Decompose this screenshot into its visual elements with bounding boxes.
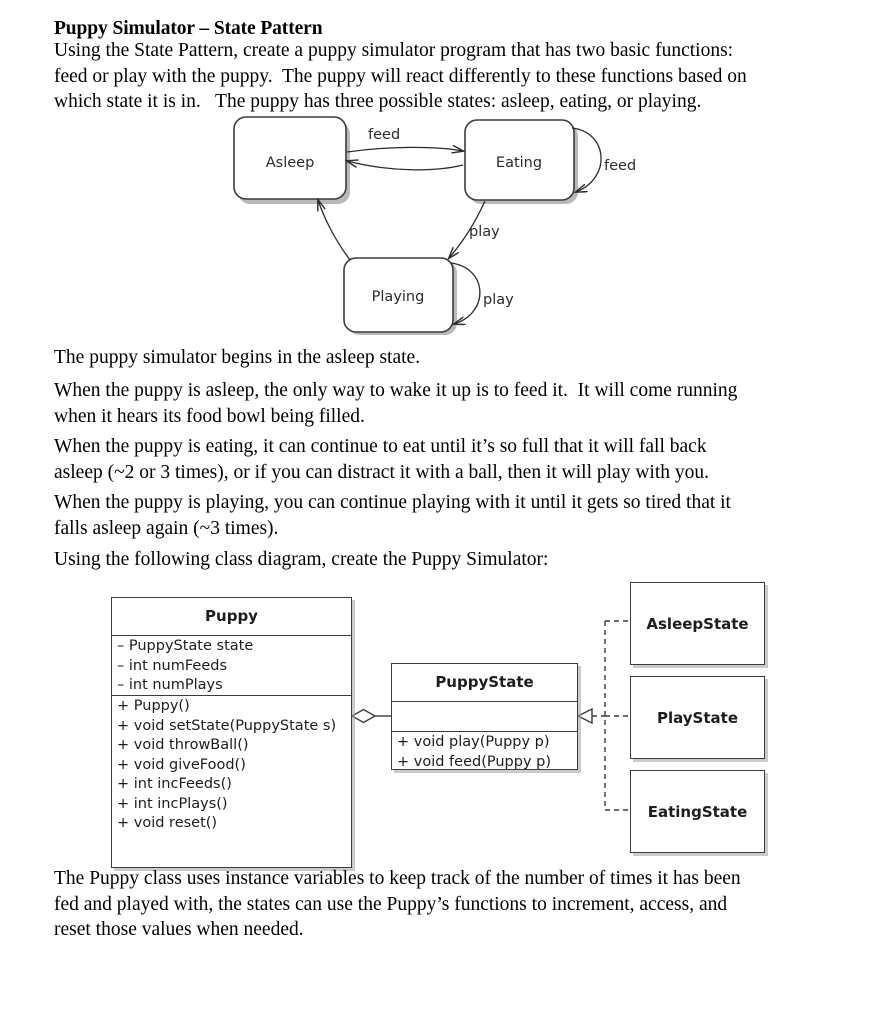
class-attributes-puppystate (392, 701, 577, 731)
class-name-eatingstate: EatingState (647, 802, 748, 821)
paragraph-begins-asleep: The puppy simulator begins in the asleep… (54, 347, 421, 368)
state-label-eating: Eating (496, 155, 542, 171)
paragraph-playing-rules: When the puppy is playing, you can conti… (54, 492, 731, 539)
edge-label-play-playing-self: play (483, 292, 514, 308)
class-operation-row: + void throwBall() (117, 737, 249, 753)
class-box-puppystate: PuppyState + void play(Puppy p) + void f… (391, 663, 578, 770)
realization-triangle (576, 707, 593, 725)
edge-label-feed-asleep-eating: feed (368, 127, 400, 143)
class-operation-row: + int incPlays() (117, 795, 228, 812)
class-box-playstate: PlayState (630, 676, 765, 759)
class-name-asleepstate: AsleepState (646, 614, 749, 633)
state-label-playing: Playing (372, 289, 425, 305)
class-operation-row: + void play(Puppy p) (397, 734, 550, 750)
edge-label-feed-eating-self: feed (604, 158, 636, 174)
class-name-playstate: PlayState (656, 708, 738, 727)
edge-asleep-to-eating (346, 147, 463, 152)
aggregation-diamond (350, 708, 377, 724)
class-operation-row: + int incFeeds() (117, 776, 232, 792)
edge-playing-to-asleep (318, 200, 351, 261)
class-box-asleepstate: AsleepState (630, 582, 765, 665)
class-name-puppy: Puppy (205, 607, 258, 625)
class-box-puppy: Puppy – PuppyState state – int numFeeds … (111, 597, 352, 868)
paragraph-class-diagram-intro: Using the following class diagram, creat… (54, 549, 549, 570)
state-node-playing: Playing (343, 257, 454, 333)
state-label-asleep: Asleep (266, 155, 315, 171)
class-operation-row: + void feed(Puppy p) (397, 753, 551, 770)
class-attribute-row: – int numFeeds (117, 657, 228, 674)
class-attribute-row: – PuppyState state (117, 638, 254, 654)
state-node-asleep: Asleep (233, 116, 347, 200)
paragraph-intro: Using the State Pattern, create a puppy … (54, 40, 747, 112)
class-box-eatingstate: EatingState (630, 770, 765, 853)
edge-eating-to-playing (449, 200, 486, 258)
paragraph-asleep-rules: When the puppy is asleep, the only way t… (54, 380, 738, 427)
page-title: Puppy Simulator – State Pattern (54, 18, 323, 40)
state-node-eating: Eating (464, 119, 575, 201)
edge-playing-self-loop (450, 262, 481, 324)
class-attributes-puppy: – PuppyState state – int numFeeds – int … (112, 635, 351, 695)
class-operations-puppy: + Puppy() + void setState(PuppyState s) … (112, 695, 351, 867)
class-name-puppystate: PuppyState (435, 673, 534, 691)
edge-eating-to-asleep (347, 161, 464, 171)
state-diagram: Asleep Eating Playing feed feed play (200, 108, 680, 346)
class-operation-row: + void setState(PuppyState s) (117, 717, 337, 734)
class-diagram: Puppy – PuppyState state – int numFeeds … (0, 565, 873, 868)
paragraph-eating-rules: When the puppy is eating, it can continu… (54, 436, 709, 483)
edge-eating-self-loop (571, 127, 602, 192)
class-attribute-row: – int numPlays (117, 677, 223, 693)
class-operations-puppystate: + void play(Puppy p) + void feed(Puppy p… (392, 731, 577, 771)
paragraph-instance-variables: The Puppy class uses instance variables … (54, 868, 741, 940)
class-operation-row: + void reset() (117, 815, 218, 831)
edge-label-play-eating-playing: play (469, 224, 500, 240)
class-operation-row: + void giveFood() (117, 756, 246, 773)
class-operation-row: + Puppy() (117, 698, 190, 714)
